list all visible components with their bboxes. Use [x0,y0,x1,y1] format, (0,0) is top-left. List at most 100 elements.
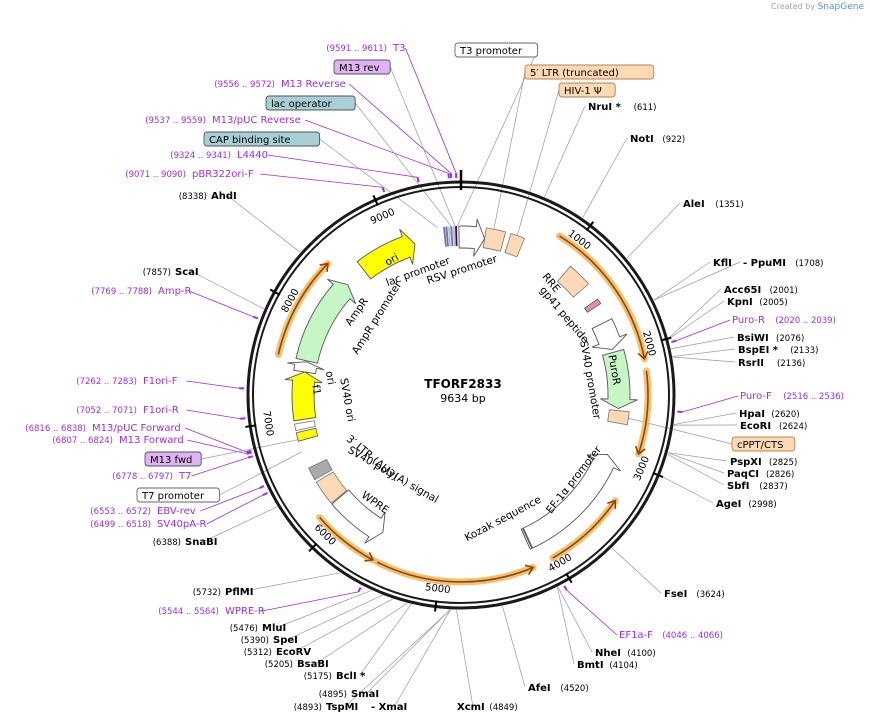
leader-line [557,586,593,653]
primer-label[interactable]: EF1a-F [619,630,653,641]
feature-label-box[interactable] [136,487,221,503]
primer-position: (4046 .. 4066) [662,631,723,641]
enzyme-site-label[interactable]: Acc65I [724,285,761,296]
enzyme-position: (1351) [715,200,743,210]
primer-label[interactable]: Amp-R [158,286,192,297]
leader-line [277,590,372,628]
enzyme-site-label[interactable]: RsrII [738,358,764,369]
enzyme-site-label[interactable]: FseI [664,589,687,600]
enzyme-site-label[interactable]: BspEI * [738,345,779,356]
primer-label[interactable]: SV40pA-R [157,519,206,530]
feature-leader [354,102,452,227]
enzyme-site-label[interactable]: XcmI [457,702,485,713]
enzyme-site-label[interactable]: SbfI [727,481,749,492]
feature-leader [456,49,538,227]
enzyme-site-label[interactable]: BclI * [336,671,366,682]
enzyme-site-label[interactable]: TspMI [326,702,358,713]
orange-arc-head [319,262,329,272]
feature-label-box[interactable] [333,59,391,75]
primer-label[interactable]: T7 [178,471,191,482]
enzyme-site-label[interactable]: AhdI [211,191,237,202]
feature-label-box[interactable] [524,64,655,80]
primer-label[interactable]: pBR322ori-F [192,169,254,180]
primer-leader [184,427,247,453]
enzyme-site-label[interactable]: KpnI [727,297,753,308]
leader-line [668,288,722,339]
primer-label[interactable]: EBV-rev [157,506,196,517]
primer-label[interactable]: Puro-R [732,315,765,326]
feature-label-box[interactable] [265,95,356,111]
feature-box-text: T3 promoter [459,46,523,57]
feature-label-box[interactable] [731,436,796,452]
feature-block [556,265,590,298]
orange-arc-head [607,499,617,510]
primer-label[interactable]: WPRE-R [225,606,265,617]
tick-mark [372,194,379,206]
enzyme-site-label[interactable]: AleI [683,199,705,210]
enzyme-site-label[interactable]: ScaI [175,267,199,278]
leader-line [456,609,474,707]
enzyme-site-label[interactable]: EcoRI [740,421,771,432]
enzyme-site-label[interactable]: KflI [713,258,732,269]
feature-label-box[interactable] [203,131,321,147]
feature-label-box[interactable] [454,42,539,58]
feature-box-text: cPPT/CTS [737,440,783,451]
enzyme-site-label[interactable]: SmaI [351,689,379,700]
enzyme-site-label[interactable]: BsaBI [297,659,329,670]
enzyme-site-label[interactable]: MluI [262,623,286,634]
outer-labels[interactable]: NruI *(611)NotI(922)AleI(1351)KflI- PpuM… [25,42,844,713]
enzyme-site-label[interactable]: AfeI [528,683,551,694]
enzyme-site-label[interactable]: NheI [595,648,621,659]
enzyme-position: (6388) [153,538,181,548]
primer-label[interactable]: F1ori-R [143,405,179,416]
leader-line [557,587,575,665]
leader-line [670,336,735,350]
feature-label-box[interactable] [558,82,616,98]
enzyme-site-label[interactable]: PflMI [225,587,253,598]
primer-leader [186,380,240,389]
leader-line [582,137,628,218]
feature-leader [201,439,299,460]
primer-position: (6807 .. 6824) [52,436,113,446]
primer-label[interactable]: M13 Forward [119,435,184,446]
enzyme-site-label[interactable]: BmtI [577,660,604,671]
leader-line [190,270,265,310]
enzyme-site-label[interactable]: SpeI [273,635,298,646]
leader-line [345,609,451,707]
enzyme-site-label[interactable]: SnaBI [185,537,217,548]
enzyme-site-label[interactable]: BsiWI [737,333,769,344]
enzyme-site-label[interactable]: - XmaI [371,702,407,713]
primer-tick [671,339,677,343]
enzyme-position: (2837) [759,482,787,492]
enzyme-site-label[interactable]: EcoRV [276,647,311,658]
enzyme-site-label[interactable]: - PpuMI [743,258,786,269]
primer-label[interactable]: M13 Reverse [281,79,346,90]
enzyme-position: (2624) [779,422,807,432]
enzyme-site-label[interactable]: PspXI [730,457,762,468]
primer-label[interactable]: M13/pUC Forward [92,423,181,434]
primer-label[interactable]: M13/pUC Reverse [212,115,301,126]
tick-mark [660,336,672,342]
orange-arc-core [277,263,329,355]
primer-leader [186,409,241,420]
enzyme-site-label[interactable]: PaqCI [727,469,759,480]
feature-label-box[interactable] [144,451,202,467]
enzyme-site-label[interactable]: NruI * [588,102,622,113]
enzyme-position: (4849) [489,703,517,713]
enzyme-site-label[interactable]: NotI [630,134,654,145]
enzyme-site-label[interactable]: AgeI [716,499,741,510]
primer-label[interactable]: Puro-F [740,391,772,402]
orange-arc-core [552,500,616,559]
enzyme-site-label[interactable]: HpaI [739,409,765,420]
feature-arrow [591,318,628,350]
enzyme-position: (4104) [609,661,637,671]
primer-label[interactable]: F1ori-F [143,376,178,387]
primer-label[interactable]: L4440 [237,150,268,161]
primer-tick [252,315,259,320]
feature-leader [493,71,526,230]
primer-label[interactable]: T3 [392,43,405,54]
leader-line [611,547,662,594]
primer-tick [357,586,362,593]
feature-block [607,409,630,426]
orange-arc-core [319,516,374,561]
